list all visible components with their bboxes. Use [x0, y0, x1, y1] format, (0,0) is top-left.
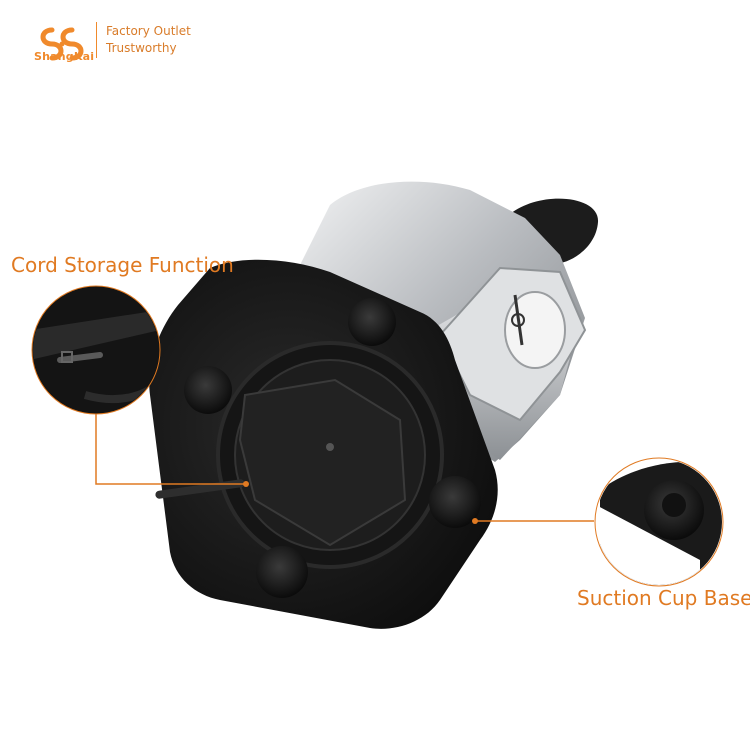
brand-name: ShangKai [34, 50, 95, 63]
suction-cup-label: Suction Cup Base [577, 586, 750, 610]
suction-cups [184, 298, 481, 598]
brand-tagline-1: Factory Outlet [106, 24, 191, 38]
suction-cup-zoom [594, 457, 724, 587]
brand-tagline-2: Trustworthy [106, 41, 177, 55]
cord-reel [238, 378, 407, 547]
cord-storage-label: Cord Storage Function [11, 253, 234, 277]
cord-connector-line [95, 414, 246, 485]
shangkai-logo-icon [40, 27, 84, 61]
brand-divider [96, 22, 97, 58]
